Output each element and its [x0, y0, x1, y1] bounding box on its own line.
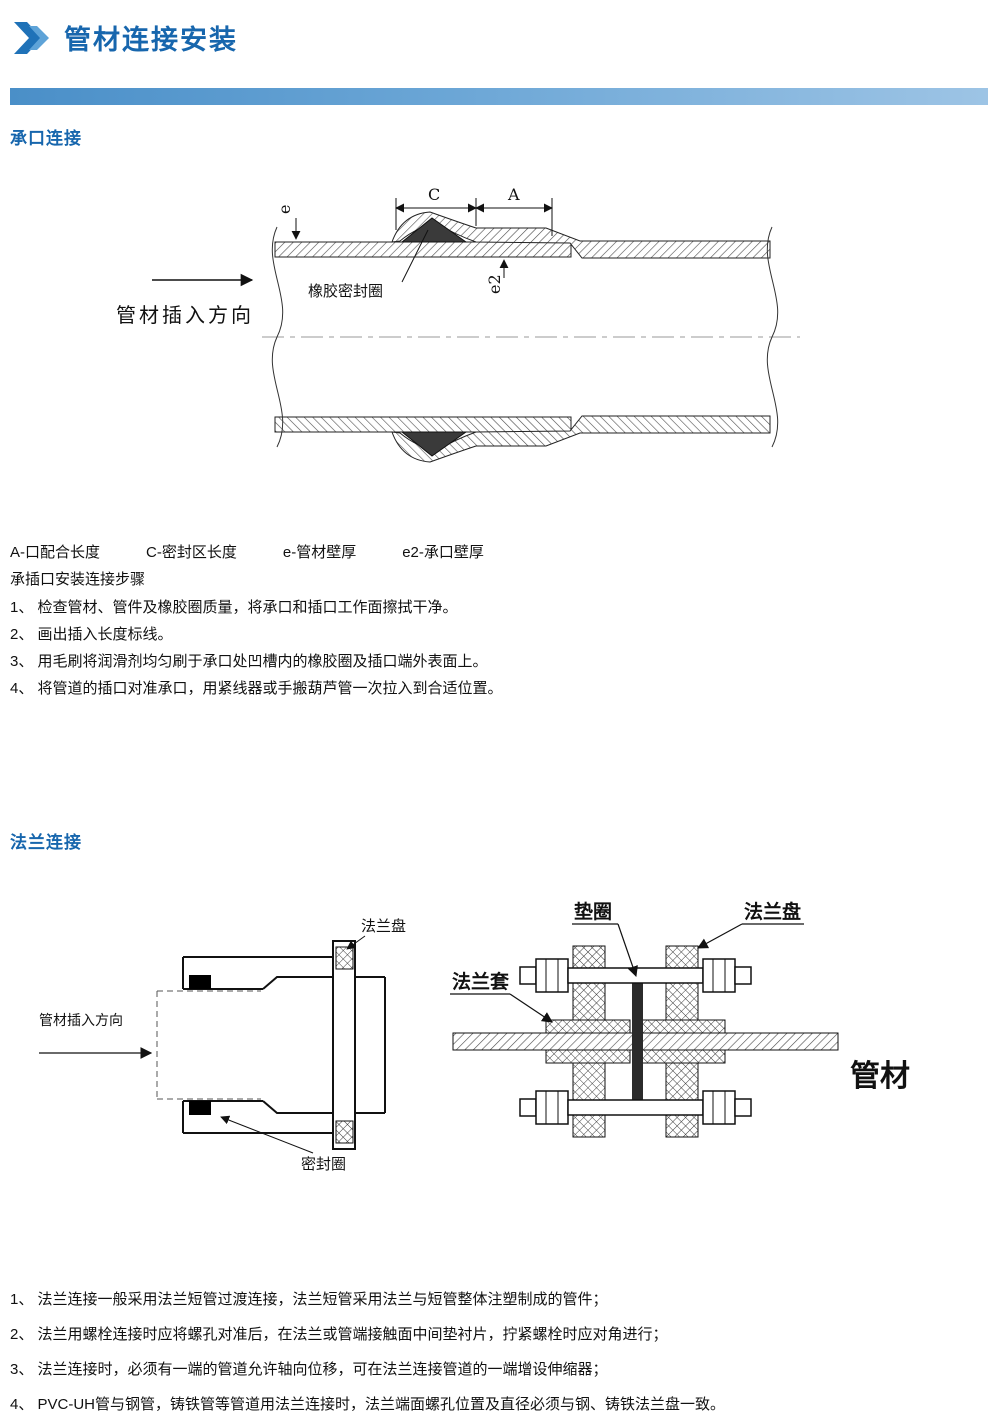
page-title: 管材连接安装 — [64, 25, 238, 55]
socket-step-1: 1、 检查管材、管件及橡胶圈质量，将承口和插口工作面擦拭干净。 — [10, 599, 458, 616]
flange-note-1: 1、 法兰连接一般采用法兰短管过渡连接，法兰短管采用法兰与短管整体注塑制成的管件… — [10, 1291, 608, 1308]
insertion-direction-label: 管材插入方向 — [39, 1013, 123, 1029]
seal-callout: 密封圈 — [301, 1155, 346, 1173]
dim-label-a: A — [507, 185, 520, 204]
flange-sleeves — [545, 1019, 726, 1064]
flange-section-heading: 法兰连接 — [10, 833, 82, 852]
chevron-icon — [14, 21, 49, 54]
socket-step-2: 2、 画出插入长度标线。 — [10, 626, 173, 643]
rubber-seal-ring — [400, 217, 468, 243]
flange-plate-leader — [697, 923, 804, 949]
legend-item-e: e-管材壁厚 — [282, 544, 357, 561]
gasket-joint — [632, 980, 643, 1106]
gasket-callout: 垫圈 — [574, 901, 612, 923]
socket-steps-list: 1、 检查管材、管件及橡胶圈质量，将承口和插口工作面擦拭干净。 2、 画出插入长… — [10, 594, 503, 702]
flange-socket-diagram: 管材插入方向 法兰盘 密封圈 — [39, 917, 406, 1173]
gasket-leader — [572, 923, 638, 978]
seal-ring-bottom — [189, 1101, 211, 1115]
legend-item-a: A-口配合长度 — [10, 544, 101, 561]
pipe-wall — [452, 1032, 839, 1051]
right-break-line — [766, 226, 779, 448]
socket-step-3: 3、 用毛刷将润滑剂均匀刷于承口处凹槽内的橡胶圈及插口端外表面上。 — [10, 653, 488, 670]
flange-note-2: 2、 法兰用螺栓连接时应将螺孔对准后，在法兰或管端接触面中间垫衬片，拧紧螺栓时应… — [10, 1326, 668, 1343]
pipe-wall-section — [274, 211, 771, 259]
flange-plate-callout: 法兰盘 — [744, 900, 801, 923]
socket-steps-title: 承插口安装连接步骤 — [10, 571, 146, 588]
dimension-lines — [291, 198, 553, 278]
legend-item-e2: e2-承口壁厚 — [402, 544, 484, 561]
socket-section-heading: 承口连接 — [10, 129, 82, 148]
flange-note-4: 4、 PVC-UH管与钢管，铸铁管等管道用法兰连接时，法兰端面螺孔位置及直径必须… — [10, 1396, 726, 1412]
flange-assembly-diagram: 垫圈 法兰盘 法兰套 管材 — [450, 900, 910, 1138]
seal-leader-line — [401, 229, 429, 283]
dim-label-e2: e2 — [485, 274, 504, 294]
insertion-direction-label: 管材插入方向 — [116, 303, 254, 327]
seal-ring-top — [189, 975, 211, 989]
flange-socket-body — [182, 940, 386, 1150]
dim-label-c: C — [428, 185, 440, 204]
flange-bolt-section-bottom — [335, 1120, 354, 1144]
flange-notes-list: 1、 法兰连接一般采用法兰短管过渡连接，法兰短管采用法兰与短管整体注塑制成的管件… — [10, 1282, 725, 1412]
flange-note-3: 3、 法兰连接时，必须有一端的管道允许轴向位移，可在法兰连接管道的一端增设伸缩器… — [10, 1361, 608, 1378]
flange-ring — [332, 940, 356, 1150]
flange-plate-leader — [346, 935, 366, 950]
seal-leader — [220, 1115, 314, 1154]
legend-item-c: C-密封区长度 — [146, 544, 237, 561]
page-header: 管材连接安装 — [14, 18, 238, 57]
dim-label-e: e — [275, 205, 294, 214]
flange-sleeve-callout: 法兰套 — [452, 970, 510, 993]
flange-plate-callout: 法兰盘 — [361, 917, 406, 935]
flange-bolt-section-top — [335, 946, 354, 970]
pipe-callout: 管材 — [850, 1059, 910, 1094]
seal-callout-label: 橡胶密封圈 — [308, 282, 383, 300]
left-break-line — [271, 226, 284, 448]
flange-sleeve-leader — [450, 993, 553, 1023]
socket-connection-diagram: C A e e2 橡胶密封圈 管材插入方向 — [116, 185, 800, 463]
title-underline-bar — [10, 88, 988, 105]
socket-step-4: 4、 将管道的插口对准承口，用紧线器或手搬葫芦管一次拉入到合适位置。 — [10, 680, 503, 697]
inserted-pipe-dashed — [156, 990, 261, 1100]
dimension-legend: A-口配合长度 C-密封区长度 e-管材壁厚 e2-承口壁厚 — [10, 541, 484, 562]
nut-facet-lines — [545, 959, 726, 1124]
